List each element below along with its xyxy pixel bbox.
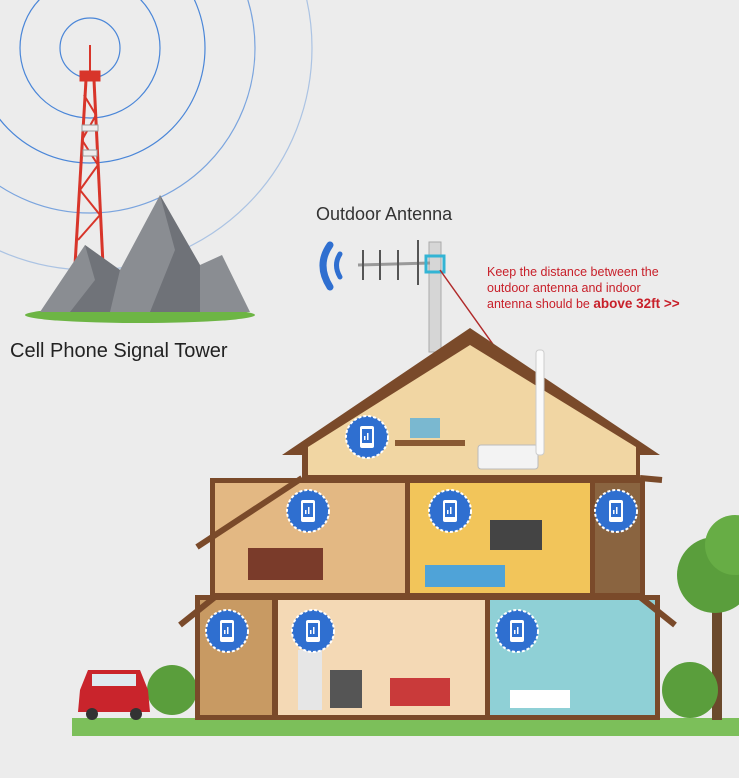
phone-signal-icon xyxy=(428,489,472,533)
tree-icon xyxy=(677,515,739,720)
phone-signal-badges xyxy=(205,415,638,653)
phone-signal-icon xyxy=(286,489,330,533)
note-line-1: Keep the distance between the xyxy=(487,265,659,279)
phone-signal-icon xyxy=(495,609,539,653)
note-emphasis: above 32ft >> xyxy=(593,296,680,311)
phone-signal-icon xyxy=(291,609,335,653)
cell-tower-icon xyxy=(73,45,105,266)
outdoor-antenna-label: Outdoor Antenna xyxy=(316,204,453,224)
note-line-3: antenna should be xyxy=(487,297,594,311)
phone-signal-icon xyxy=(345,415,389,459)
car-icon xyxy=(78,670,150,720)
note-line-2: outdoor antenna and indoor xyxy=(487,281,641,295)
indoor-antenna-booster-icon xyxy=(477,349,545,470)
grass xyxy=(72,718,739,736)
bush-icon xyxy=(147,662,718,718)
tower-label: Cell Phone Signal Tower xyxy=(10,340,228,362)
phone-signal-icon xyxy=(205,609,249,653)
distance-note: Keep the distance between the outdoor an… xyxy=(487,264,680,312)
mountains-icon xyxy=(25,195,255,323)
attic-room xyxy=(308,345,636,475)
phone-signal-icon xyxy=(594,489,638,533)
